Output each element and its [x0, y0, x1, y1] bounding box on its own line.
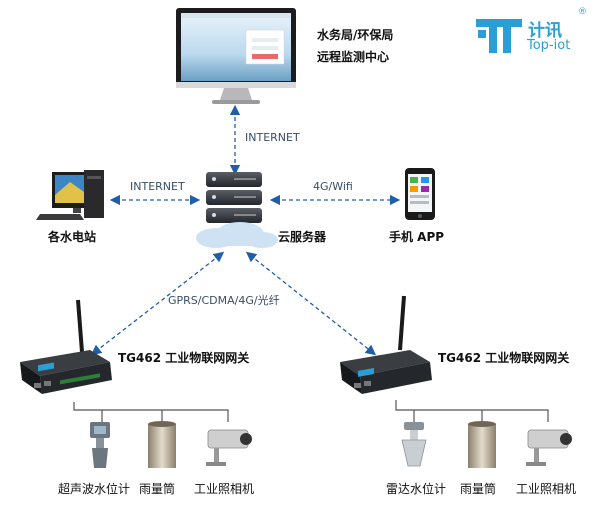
gateway-left-icon	[20, 299, 112, 394]
sensor-bus-left	[73, 402, 229, 422]
logo-text-en: Top-iot	[527, 38, 571, 53]
logo-text-cn: 计讯	[528, 21, 562, 41]
label-gateway-right: TG462 工业物联网网关	[438, 351, 570, 365]
server-icon	[206, 172, 262, 223]
label-sensor-right-3: 工业照相机	[516, 482, 577, 496]
label-internet-top: INTERNET	[245, 131, 300, 144]
center-title-line2: 远程监测中心	[317, 50, 390, 64]
label-water-stations: 各水电站	[48, 230, 97, 244]
desktop-computer-icon	[36, 170, 104, 220]
label-sensor-left-1: 超声波水位计	[58, 482, 131, 496]
label-cloud-server: 云服务器	[278, 230, 327, 244]
label-sensor-left-3: 工业照相机	[194, 482, 255, 496]
label-sensor-left-2: 雨量筒	[139, 482, 176, 496]
rain-gauge-right-icon	[468, 421, 496, 468]
rain-gauge-left-icon	[148, 421, 176, 468]
label-4g-wifi: 4G/Wifi	[313, 180, 353, 193]
camera-right-icon	[526, 429, 572, 466]
phone-icon	[405, 168, 435, 220]
label-gprs: GPRS/CDMA/4G/光纤	[168, 294, 280, 307]
sensor-bus-right	[395, 400, 549, 422]
link-cloud-gateway-right	[245, 251, 377, 356]
logo-mark-icon	[476, 19, 522, 53]
label-gateway-left: TG462 工业物联网网关	[118, 351, 250, 365]
ultrasonic-level-meter-icon	[90, 422, 110, 468]
label-internet-left: INTERNET	[130, 180, 185, 193]
label-sensor-right-2: 雨量筒	[460, 482, 497, 496]
label-phone-app: 手机 APP	[389, 230, 445, 244]
logo-registered-mark: ®	[578, 7, 587, 17]
link-cloud-gateway-left	[90, 251, 225, 356]
monitor-icon	[176, 8, 296, 104]
radar-level-meter-icon	[401, 422, 427, 467]
cloud-icon	[196, 222, 278, 248]
gateway-right-icon	[340, 295, 432, 394]
label-sensor-right-1: 雷达水位计	[386, 482, 447, 496]
center-title-line1: 水务局/环保局	[317, 28, 394, 42]
camera-left-icon	[206, 429, 252, 466]
